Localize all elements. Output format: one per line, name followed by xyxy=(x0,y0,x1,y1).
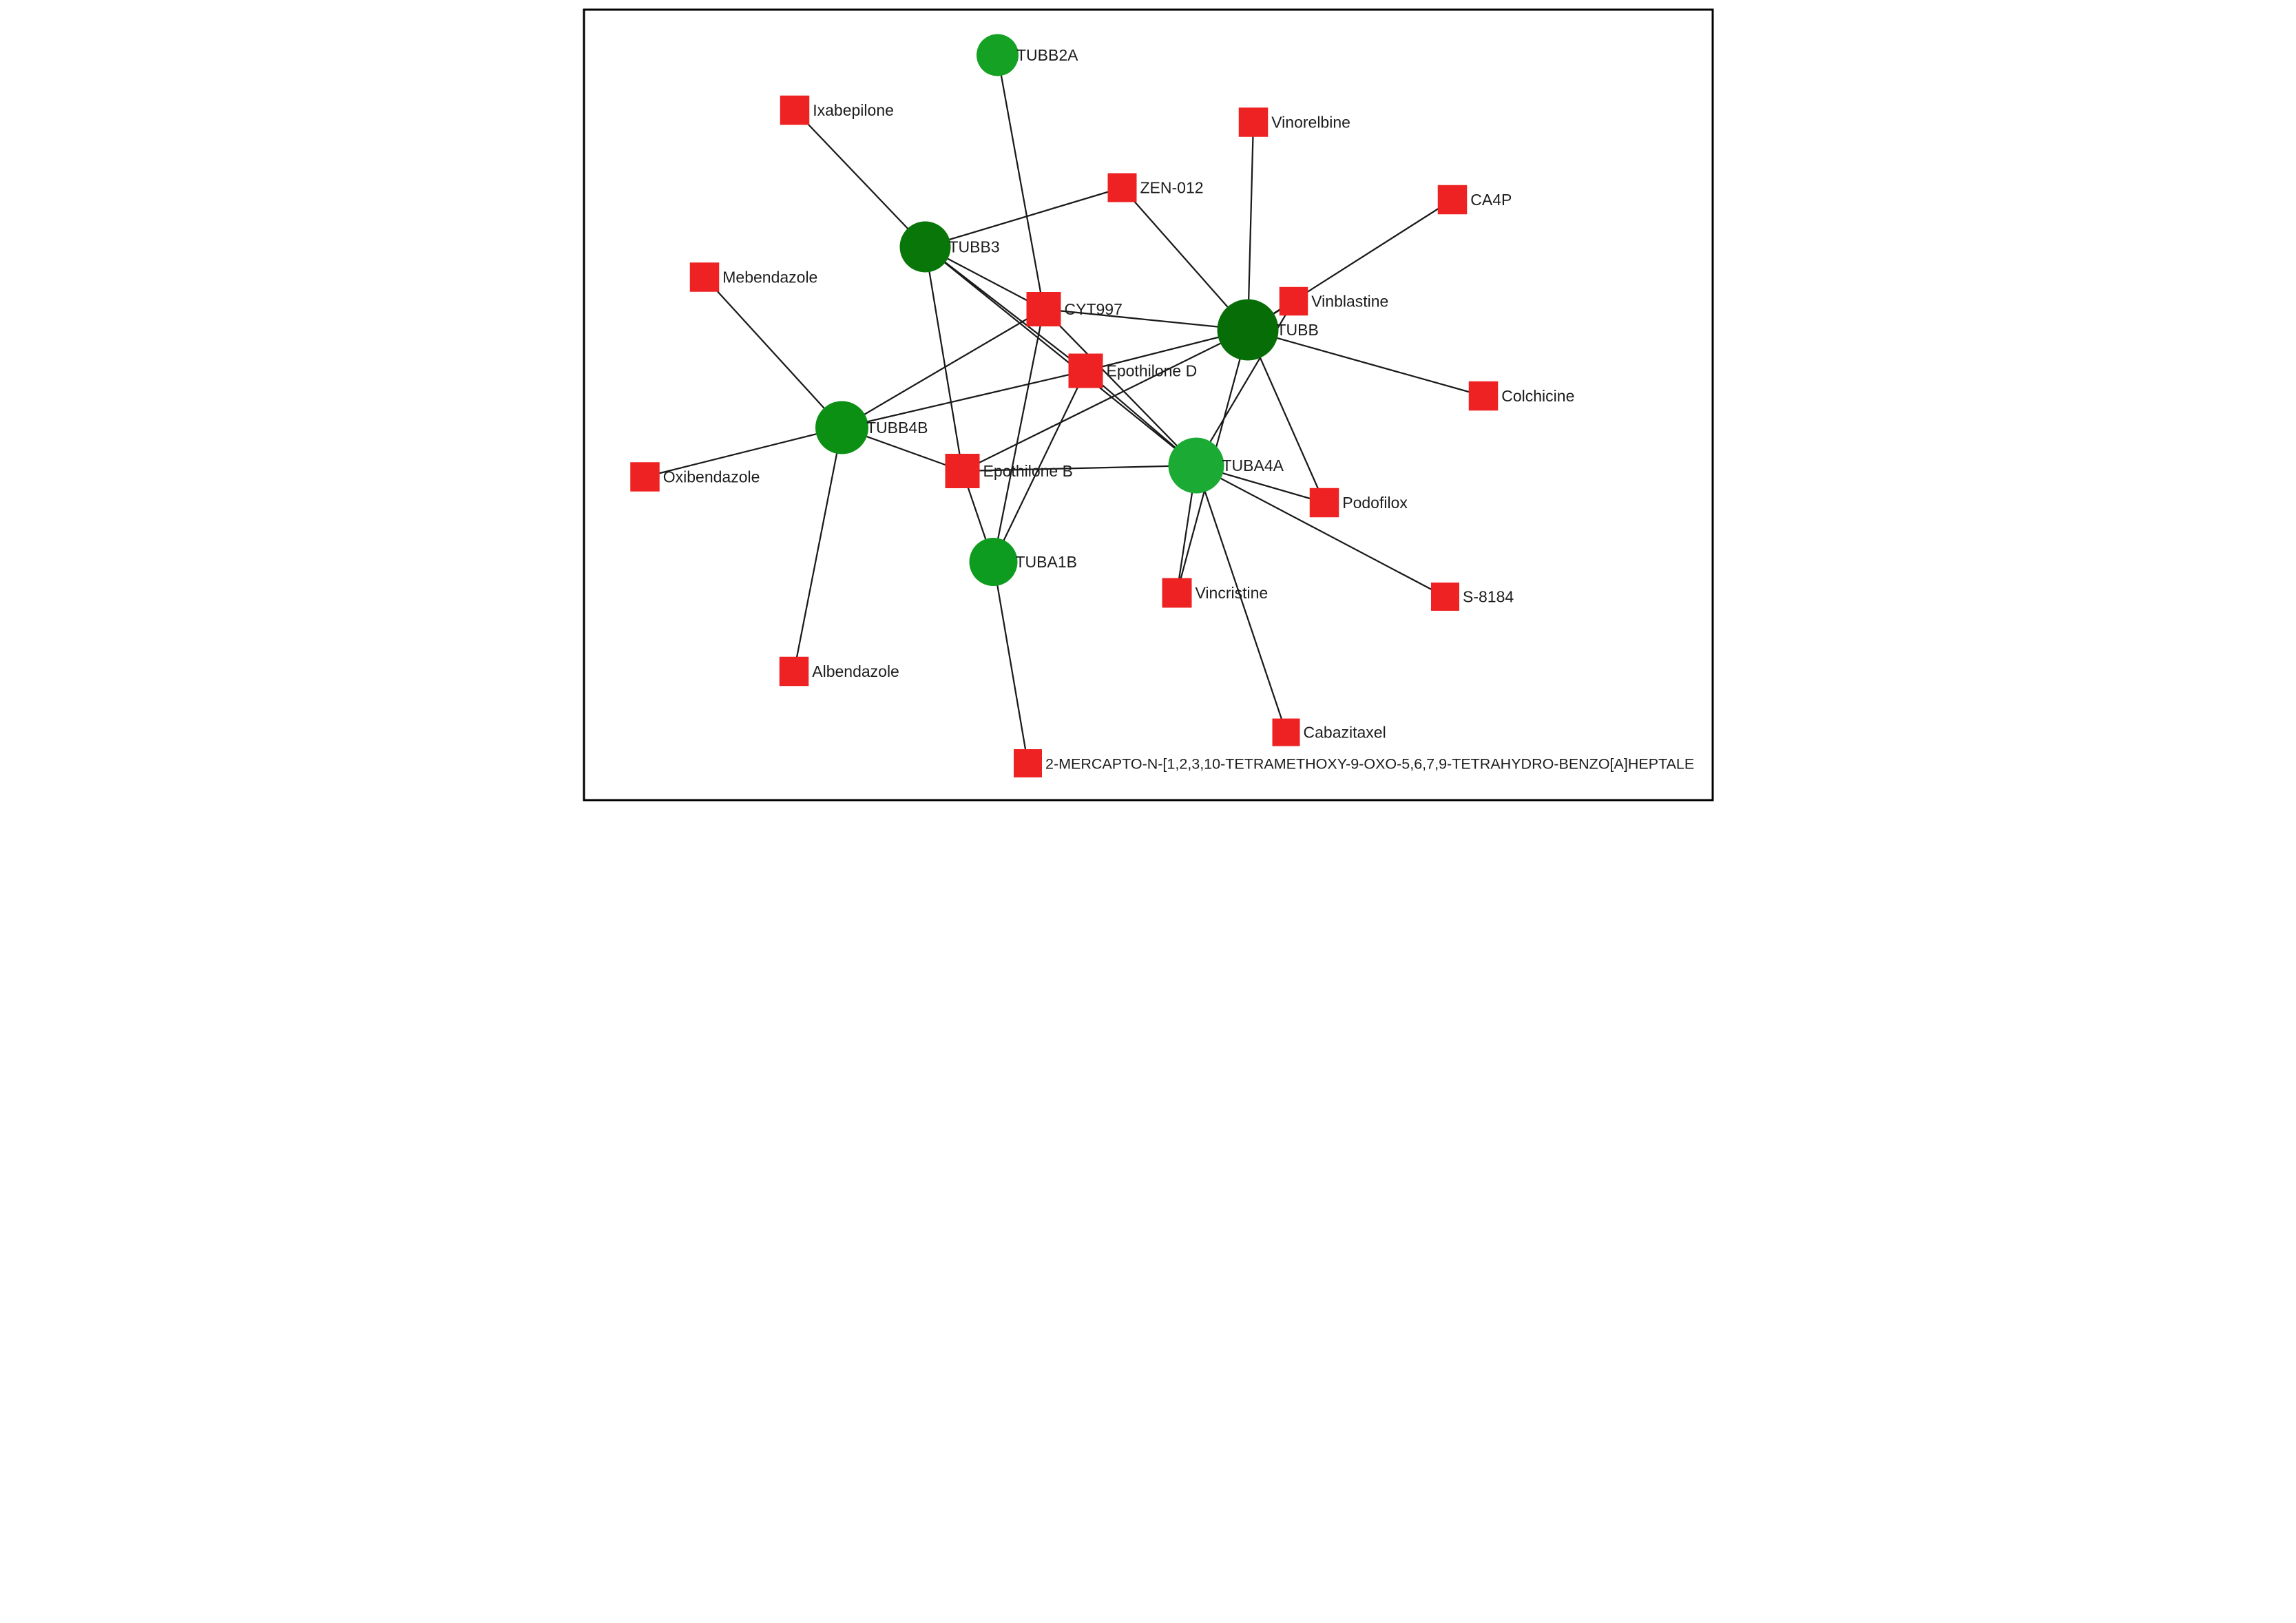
edge-ZEN-012-TUBB3 xyxy=(924,187,1123,248)
gene-node-TUBA1B[interactable] xyxy=(969,538,1017,586)
drug-node-CYT997[interactable] xyxy=(1026,292,1061,326)
node-label-Ixabepilone: Ixabepilone xyxy=(813,101,894,119)
drug-node-Vinblastine[interactable] xyxy=(1279,286,1308,316)
gene-node-TUBB3[interactable] xyxy=(899,221,950,273)
node-label-TUBA4A: TUBA4A xyxy=(1222,457,1284,474)
edges-layer xyxy=(644,54,1483,764)
edge-S-8184-TUBA4A xyxy=(1195,465,1446,598)
gene-node-TUBB2A[interactable] xyxy=(976,34,1019,76)
edge-Vinorelbine-TUBB xyxy=(1246,122,1254,331)
edge-EpothiloneD-TUBB4B xyxy=(841,370,1086,429)
drug-node-EpothiloneB[interactable] xyxy=(945,454,979,488)
edge-TUBB3-TUBA4A xyxy=(924,246,1197,466)
drug-node-Podofilox[interactable] xyxy=(1309,488,1339,518)
edge-CYT997-TUBB4B xyxy=(841,308,1044,428)
node-label-TUBA1B: TUBA1B xyxy=(1015,553,1076,571)
edge-ZEN-012-TUBB xyxy=(1121,187,1249,331)
drug-node-Ixabepilone[interactable] xyxy=(780,95,809,125)
edge-EpothiloneB-TUBB3 xyxy=(923,247,963,472)
edge-TUBB2A-CYT997 xyxy=(996,54,1045,310)
edge-Colchicine-TUBB xyxy=(1247,328,1483,397)
node-label-CA4P: CA4P xyxy=(1470,191,1512,209)
node-label-Vinorelbine: Vinorelbine xyxy=(1271,114,1350,132)
node-label-MERCAPTO: 2-MERCAPTO-N-[1,2,3,10-TETRAMETHOXY-9-OX… xyxy=(1045,756,1694,773)
node-label-Oxibendazole: Oxibendazole xyxy=(662,468,760,486)
node-label-Vinblastine: Vinblastine xyxy=(1311,293,1388,311)
diagram-frame xyxy=(583,8,1713,802)
node-label-TUBB4B: TUBB4B xyxy=(866,419,928,437)
drug-node-CA4P[interactable] xyxy=(1437,185,1467,215)
drug-node-Oxibendazole[interactable] xyxy=(629,462,660,492)
edge-Mebendazole-TUBB4B xyxy=(703,276,842,428)
node-label-ZEN-012: ZEN-012 xyxy=(1140,179,1203,197)
drug-node-ZEN-012[interactable] xyxy=(1107,173,1136,202)
node-label-Vincristine: Vincristine xyxy=(1195,584,1268,602)
drug-node-S-8184[interactable] xyxy=(1430,583,1459,611)
node-label-TUBB3: TUBB3 xyxy=(948,238,999,256)
edge-Podofilox-TUBB xyxy=(1246,329,1325,503)
drug-node-Mebendazole[interactable] xyxy=(689,262,719,292)
drug-node-EpothiloneD[interactable] xyxy=(1068,353,1103,388)
edge-Ixabepilone-TUBB3 xyxy=(793,109,926,248)
node-label-TUBB: TUBB xyxy=(1276,321,1318,339)
node-label-EpothiloneB: Epothilone B xyxy=(983,462,1072,480)
drug-node-Colchicine[interactable] xyxy=(1468,381,1498,411)
node-label-S-8184: S-8184 xyxy=(1463,588,1514,606)
edge-EpothiloneB-TUBB xyxy=(961,328,1248,472)
node-label-Mebendazole: Mebendazole xyxy=(722,269,817,286)
node-label-CYT997: CYT997 xyxy=(1064,300,1122,318)
edge-Albendazole-TUBB4B xyxy=(793,427,843,672)
edge-Cabazitaxel-TUBA4A xyxy=(1195,465,1287,733)
edge-CYT997-TUBB xyxy=(1043,308,1248,331)
edge-MERCAPTO-TUBA1B xyxy=(992,561,1029,764)
edge-EpothiloneB-TUBA4A xyxy=(961,464,1196,472)
drug-node-Vincristine[interactable] xyxy=(1162,578,1191,608)
gene-node-TUBB[interactable] xyxy=(1217,299,1278,361)
edge-CYT997-TUBA4A xyxy=(1043,308,1197,466)
node-label-Cabazitaxel: Cabazitaxel xyxy=(1303,724,1386,742)
edge-CYT997-TUBA1B xyxy=(992,308,1045,563)
edge-Oxibendazole-TUBB4B xyxy=(644,426,842,478)
drug-node-Albendazole[interactable] xyxy=(779,656,808,687)
node-label-Albendazole: Albendazole xyxy=(812,662,899,680)
node-label-Podofilox: Podofilox xyxy=(1342,494,1408,512)
node-label-Colchicine: Colchicine xyxy=(1501,387,1574,405)
edge-EpothiloneD-TUBA1B xyxy=(992,370,1087,563)
drug-node-Cabazitaxel[interactable] xyxy=(1272,718,1300,746)
drug-node-Vinorelbine[interactable] xyxy=(1238,107,1268,137)
drug-node-MERCAPTO[interactable] xyxy=(1013,749,1042,777)
nodes-layer xyxy=(629,34,1498,777)
gene-node-TUBA4A[interactable] xyxy=(1168,437,1224,494)
node-label-EpothiloneD: Epothilone D xyxy=(1106,362,1197,380)
gene-node-TUBB4B[interactable] xyxy=(815,401,868,454)
node-label-TUBB2A: TUBB2A xyxy=(1016,46,1078,64)
